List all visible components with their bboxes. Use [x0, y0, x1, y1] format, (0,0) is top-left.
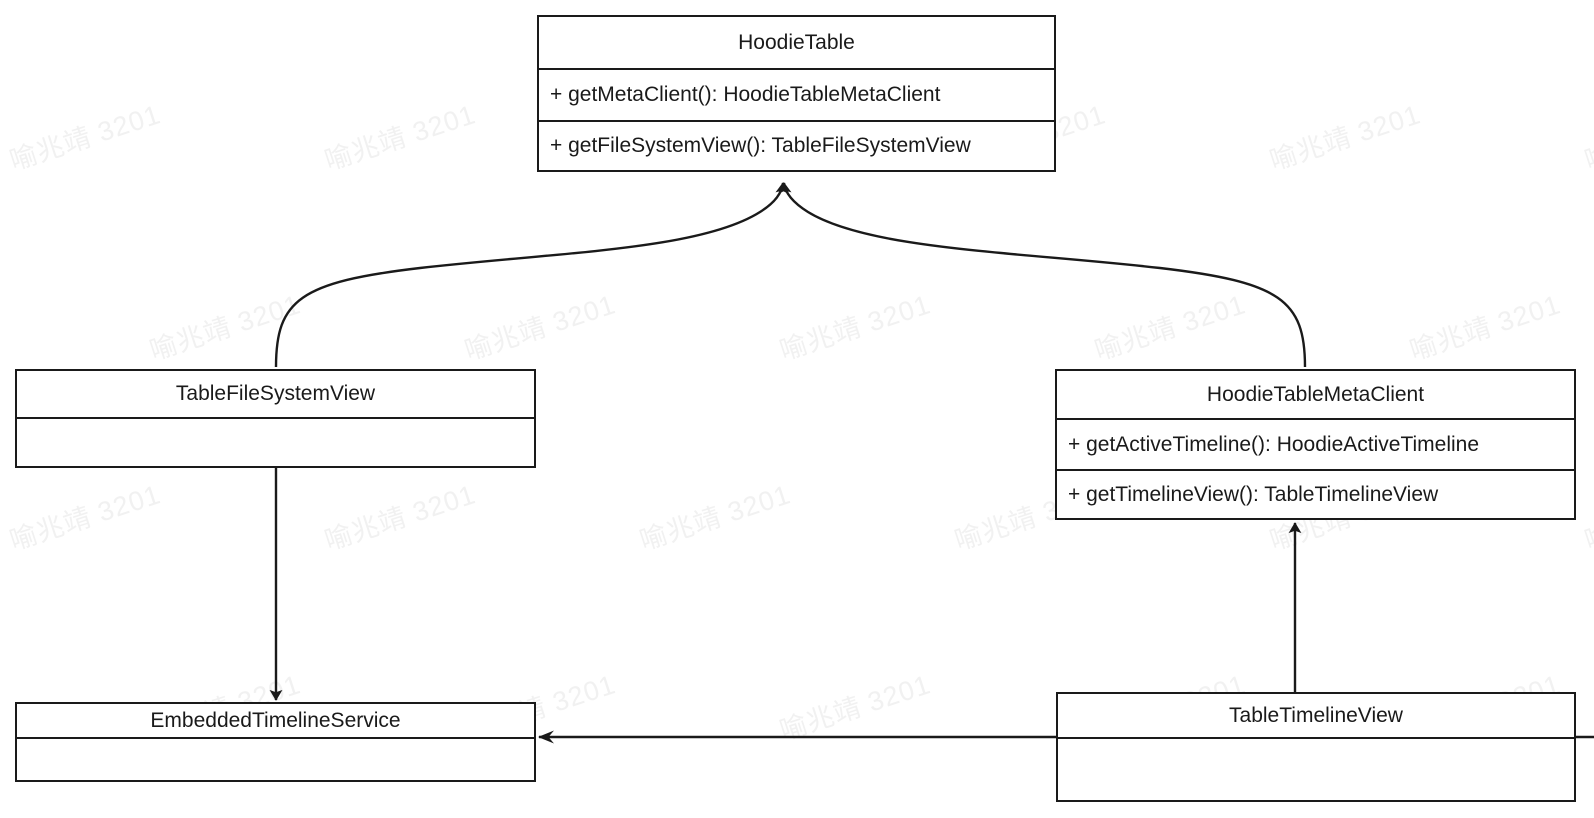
class-member: + getTimelineView(): TableTimelineView	[1057, 469, 1574, 518]
watermark-text: 喻兆靖 3201	[6, 99, 165, 177]
watermark-text: 喻兆靖 3201	[1581, 99, 1594, 177]
class-members-hoodie-table: + getMetaClient(): HoodieTableMetaClient…	[539, 70, 1054, 170]
watermark-text: 喻兆靖 3201	[776, 669, 935, 747]
class-member: + getMetaClient(): HoodieTableMetaClient	[550, 83, 941, 106]
watermark-text: 喻兆靖 3201	[1581, 479, 1594, 557]
class-member: + getFileSystemView(): TableFileSystemVi…	[539, 120, 1054, 170]
class-members-hoodie-table-meta-client: + getActiveTimeline(): HoodieActiveTimel…	[1057, 420, 1574, 518]
class-box-embedded-timeline-service[interactable]: EmbeddedTimelineService	[15, 702, 536, 782]
class-name-table-file-system-view: TableFileSystemView	[17, 371, 534, 419]
watermark-text: 喻兆靖 3201	[321, 479, 480, 557]
class-members-table-file-system-view	[17, 419, 534, 466]
watermark-text: 喻兆靖 3201	[776, 289, 935, 367]
class-member: + getActiveTimeline(): HoodieActiveTimel…	[1068, 432, 1480, 456]
class-name-table-timeline-view: TableTimelineView	[1058, 694, 1574, 739]
watermark-text: 喻兆靖 3201	[6, 479, 165, 557]
watermark-text: 喻兆靖 3201	[636, 479, 795, 557]
class-box-table-file-system-view[interactable]: TableFileSystemView	[15, 369, 536, 468]
edge-tablefilesystemview-to-hoodietable	[274, 182, 789, 368]
edge-hoodietablemetaclient-to-hoodietable	[778, 182, 1307, 368]
watermark-text: 喻兆靖 3201	[461, 289, 620, 367]
class-box-hoodie-table[interactable]: HoodieTable+ getMetaClient(): HoodieTabl…	[537, 15, 1056, 172]
watermark-text: 喻兆靖 3201	[146, 289, 305, 367]
class-members-table-timeline-view	[1058, 739, 1574, 800]
class-box-table-timeline-view[interactable]: TableTimelineView	[1056, 692, 1576, 802]
watermark-text: 喻兆靖 3201	[1266, 99, 1425, 177]
watermark-text: 喻兆靖 3201	[1406, 289, 1565, 367]
class-name-embedded-timeline-service: EmbeddedTimelineService	[17, 704, 534, 739]
class-members-embedded-timeline-service	[17, 739, 534, 780]
class-box-hoodie-table-meta-client[interactable]: HoodieTableMetaClient + getActiveTimeline…	[1055, 369, 1576, 520]
class-name-hoodie-table: HoodieTable	[539, 17, 1054, 70]
class-name-hoodie-table-meta-client: HoodieTableMetaClient	[1057, 371, 1574, 420]
watermark-text: 喻兆靖 3201	[321, 99, 480, 177]
watermark-text: 喻兆靖 3201	[1091, 289, 1250, 367]
